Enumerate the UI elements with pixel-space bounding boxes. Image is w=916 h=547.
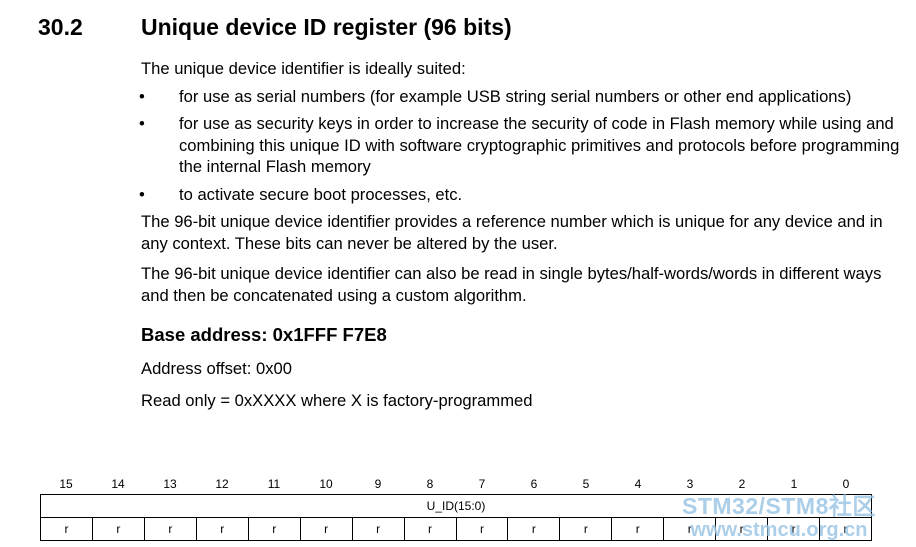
bit-number: 5 — [582, 477, 590, 491]
bit-number: 6 — [530, 477, 538, 491]
base-address-heading: Base address: 0x1FFF F7E8 — [141, 324, 387, 345]
bit-number: 1 — [790, 477, 798, 491]
access-cell: r — [247, 517, 301, 541]
bullet-icon: • — [139, 86, 145, 106]
access-cell: r — [559, 517, 613, 541]
list-item: • for use as serial numbers (for example … — [139, 86, 901, 108]
list-item: • to activate secure boot processes, etc. — [139, 184, 901, 206]
access-cell: r — [195, 517, 249, 541]
access-cell: r — [143, 517, 197, 541]
list-item-text: to activate secure boot processes, etc. — [179, 184, 463, 204]
bit-number: 12 — [215, 477, 229, 491]
bit-number: 10 — [319, 477, 333, 491]
register-diagram: 15 14 13 12 11 10 9 8 7 6 5 4 3 2 1 0 U_… — [40, 474, 872, 541]
intro-text: The unique device identifier is ideally … — [141, 59, 466, 78]
access-cell: r — [767, 517, 821, 541]
bit-number: 4 — [634, 477, 642, 491]
access-cell: r — [611, 517, 665, 541]
paragraph: The 96-bit unique device identifier can … — [141, 264, 882, 305]
use-case-list: • for use as serial numbers (for example … — [139, 86, 901, 206]
bullet-icon: • — [139, 184, 145, 204]
list-item: • for use as security keys in order to in… — [139, 113, 901, 178]
bit-number: 0 — [842, 477, 850, 491]
section-title: Unique device ID register (96 bits) — [141, 14, 512, 40]
access-cell: r — [715, 517, 769, 541]
field-name-cell: U_ID(15:0) — [40, 494, 872, 518]
paragraph: The 96-bit unique device identifier prov… — [141, 212, 883, 253]
access-cell: r — [351, 517, 405, 541]
bit-number: 13 — [163, 477, 177, 491]
bit-number: 14 — [111, 477, 125, 491]
bullet-icon: • — [139, 114, 145, 133]
list-item-text: for use as serial numbers (for example U… — [179, 86, 852, 106]
access-cell: r — [507, 517, 561, 541]
bit-number: 15 — [59, 477, 73, 491]
list-item-text: for use as security keys in order to inc… — [179, 114, 900, 176]
bit-number: 7 — [478, 477, 486, 491]
field-row: U_ID(15:0) — [40, 494, 872, 518]
access-cell: r — [40, 517, 93, 541]
bit-number: 11 — [267, 477, 281, 491]
access-row: r r r r r r r r r r r r r r r r — [40, 517, 872, 541]
access-cell: r — [91, 517, 145, 541]
read-only-note: Read only = 0xXXXX where X is factory-pr… — [141, 391, 533, 410]
access-cell: r — [403, 517, 457, 541]
section-number: 30.2 — [38, 14, 83, 40]
access-cell: r — [455, 517, 509, 541]
bit-number: 8 — [426, 477, 434, 491]
access-cell: r — [819, 517, 872, 541]
bit-number-row: 15 14 13 12 11 10 9 8 7 6 5 4 3 2 1 0 — [40, 474, 872, 494]
access-cell: r — [663, 517, 717, 541]
access-cell: r — [299, 517, 353, 541]
bit-number: 3 — [686, 477, 694, 491]
address-offset: Address offset: 0x00 — [141, 358, 292, 378]
bit-number: 2 — [738, 477, 746, 491]
register-table: U_ID(15:0) r r r r r r r r r r r r r r r… — [40, 494, 872, 541]
bit-number: 9 — [374, 477, 382, 491]
section-body: The unique device identifier is ideally … — [139, 58, 901, 412]
